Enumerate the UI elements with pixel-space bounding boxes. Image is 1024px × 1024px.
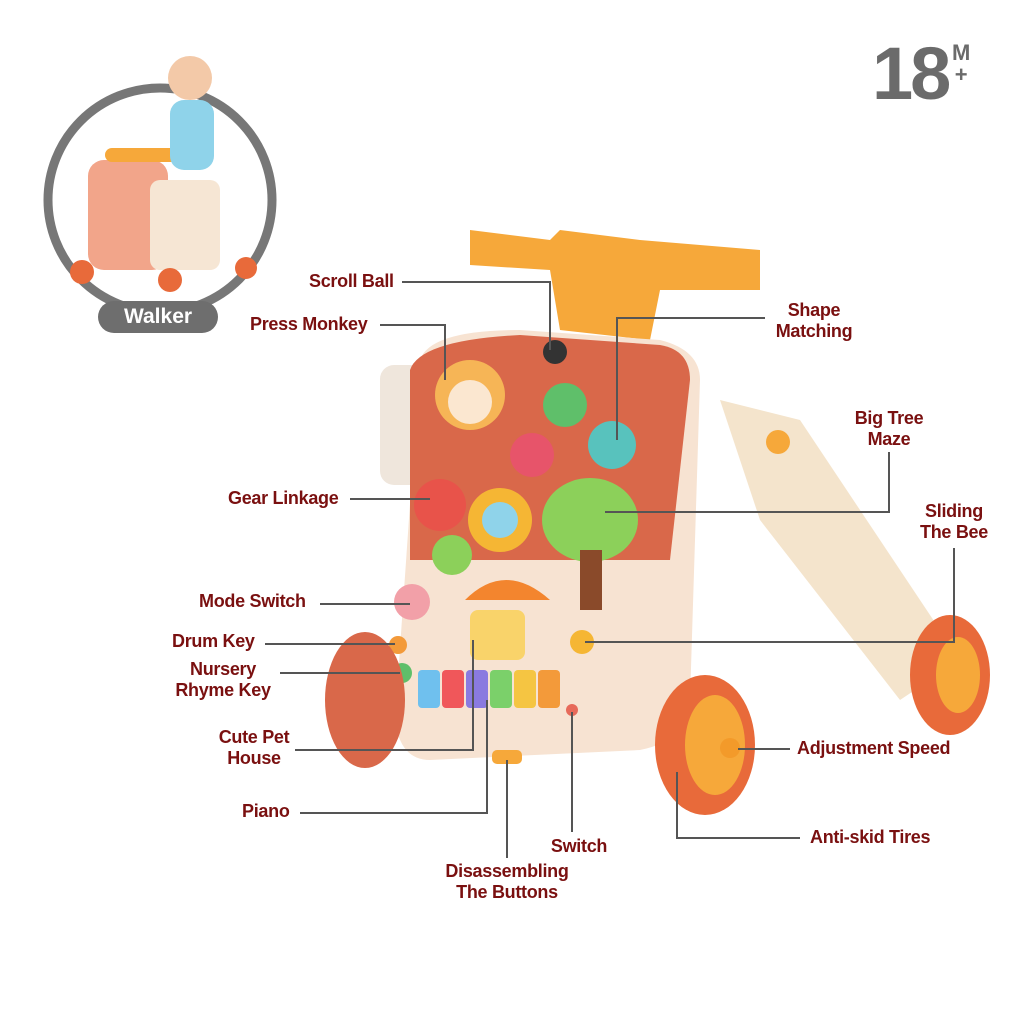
label-mode-switch: Mode Switch bbox=[199, 591, 306, 611]
label-piano: Piano bbox=[242, 801, 290, 821]
label-switch: Switch bbox=[550, 836, 608, 856]
age-number: 18 bbox=[872, 32, 951, 115]
walker-toy bbox=[325, 230, 990, 815]
inset-walker-photo bbox=[43, 56, 277, 317]
age-unit: M+ bbox=[952, 40, 971, 87]
label-gear-linkage: Gear Linkage bbox=[228, 488, 339, 508]
label-drum-key: Drum Key bbox=[172, 631, 255, 651]
label-anti-skid-tires: Anti-skid Tires bbox=[810, 827, 931, 847]
walker-badge: Walker bbox=[98, 301, 218, 333]
label-press-monkey: Press Monkey bbox=[250, 314, 368, 334]
label-adjustment-speed: Adjustment Speed bbox=[797, 738, 951, 758]
label-scroll-ball: Scroll Ball bbox=[309, 271, 394, 291]
leader-lines bbox=[265, 281, 955, 858]
